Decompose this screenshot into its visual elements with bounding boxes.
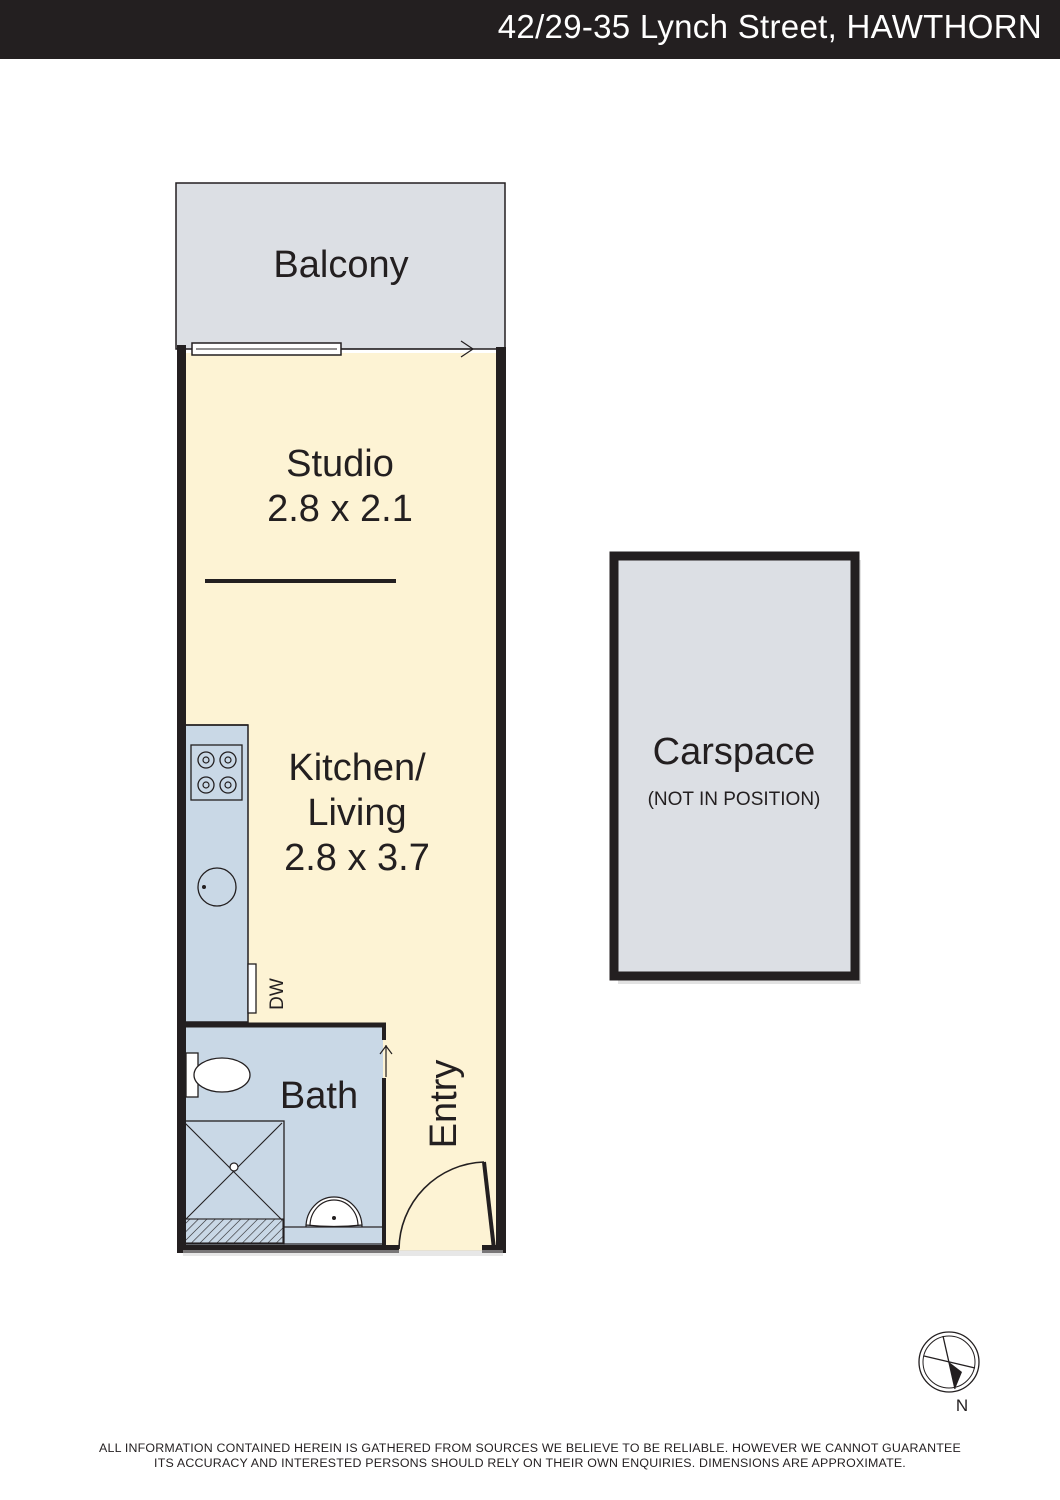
shower-drain-icon [229,1162,239,1172]
toilet-icon [185,1052,251,1098]
dishwasher-label: DW [267,978,288,1010]
compass-north-label: N [956,1396,968,1415]
studio-label: Studio [286,443,394,485]
shower-hob [183,1218,284,1244]
compass-icon: N [918,1331,980,1415]
disclaimer: ALL INFORMATION CONTAINED HEREIN IS GATH… [20,1441,1040,1471]
studio-dimensions: 2.8 x 2.1 [267,488,413,530]
property-address: 42/29-35 Lynch Street, HAWTHORN [497,8,1042,45]
header-bar: 42/29-35 Lynch Street, HAWTHORN [0,0,1060,59]
balcony-label: Balcony [273,244,408,286]
kitchen-living-label-line2: Living [307,792,406,834]
bath-walls [181,1022,393,1248]
basin-icon [283,1196,384,1245]
entry-door[interactable] [398,1161,496,1250]
kitchen-living-dimensions: 2.8 x 3.7 [284,837,430,879]
carspace: Carspace (NOT IN POSITION) [609,551,861,984]
disclaimer-line-2: ITS ACCURACY AND INTERESTED PERSONS SHOU… [154,1456,906,1470]
cooktop-icon [190,744,243,801]
balcony: Balcony [175,182,506,350]
carspace-label: Carspace [653,731,816,773]
bathroom: Bath [182,1026,384,1245]
entry-label: Entry [423,1060,465,1149]
sliding-door[interactable] [191,340,475,358]
carspace-note: (NOT IN POSITION) [648,789,821,810]
dishwasher: DW [247,963,288,1014]
kitchen-sink-icon [197,867,237,907]
disclaimer-line-1: ALL INFORMATION CONTAINED HEREIN IS GATH… [99,1441,961,1455]
kitchen-living-label-line1: Kitchen/ [288,747,426,789]
bath-label: Bath [280,1075,358,1117]
